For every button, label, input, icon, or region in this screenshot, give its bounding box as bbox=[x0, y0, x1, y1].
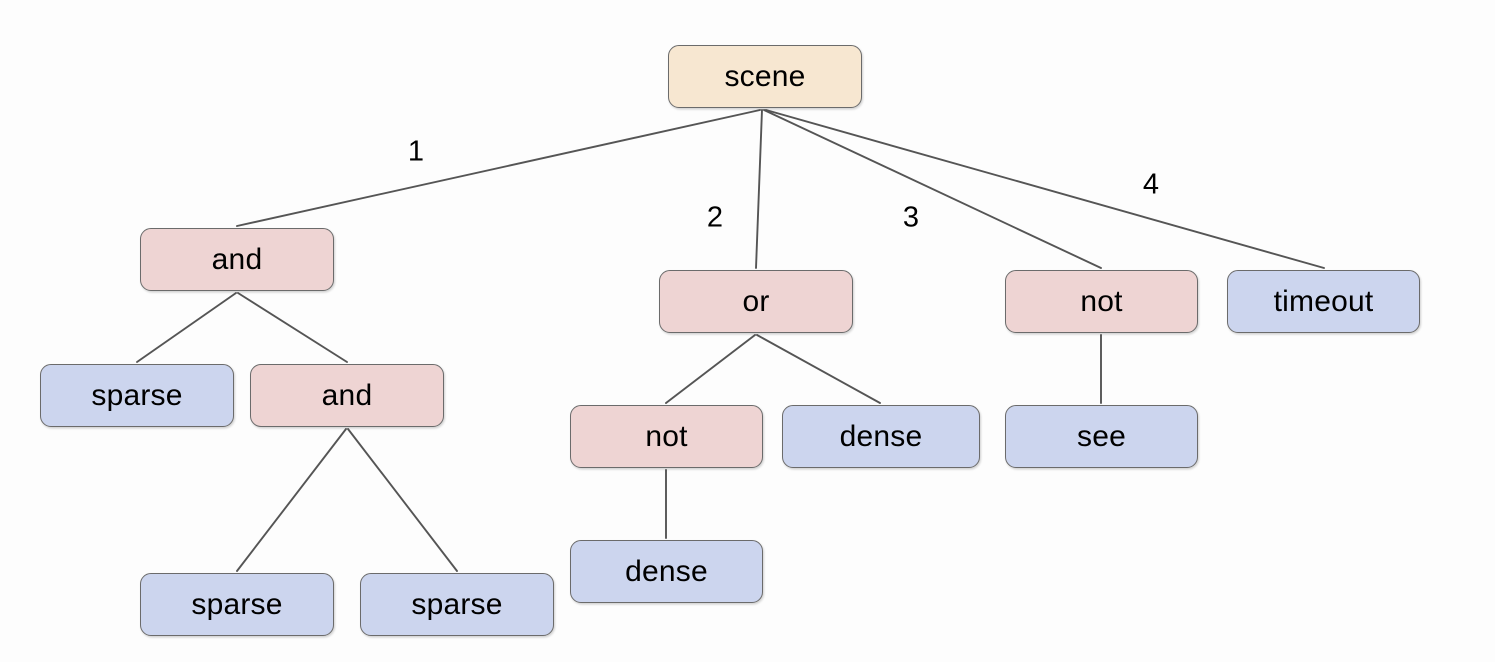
tree-edge-and2-to-sparse3 bbox=[347, 428, 458, 572]
tree-node-sparse2[interactable]: sparse bbox=[140, 573, 334, 636]
tree-edge-scene-to-and1 bbox=[236, 109, 761, 227]
tree-node-not1[interactable]: not bbox=[1005, 270, 1198, 333]
tree-edge-or1-to-not2 bbox=[665, 334, 756, 404]
tree-node-dense1[interactable]: dense bbox=[782, 405, 980, 468]
tree-node-or1[interactable]: or bbox=[659, 270, 853, 333]
tree-node-and1[interactable]: and bbox=[140, 228, 334, 291]
edge-label-scene-to-and1: 1 bbox=[407, 135, 425, 168]
tree-edge-and1-to-sparse1 bbox=[136, 292, 237, 363]
tree-node-see1[interactable]: see bbox=[1005, 405, 1198, 468]
edge-label-scene-to-not1: 3 bbox=[902, 201, 920, 234]
tree-node-and2[interactable]: and bbox=[250, 364, 444, 427]
tree-node-timeout1[interactable]: timeout bbox=[1227, 270, 1420, 333]
tree-node-sparse3[interactable]: sparse bbox=[360, 573, 554, 636]
tree-edge-scene-to-timeout1 bbox=[765, 109, 1325, 269]
tree-edge-and1-to-and2 bbox=[237, 292, 348, 363]
edge-label-scene-to-timeout1: 4 bbox=[1142, 168, 1160, 201]
tree-edge-or1-to-dense1 bbox=[756, 334, 881, 404]
tree-edge-and2-to-sparse2 bbox=[236, 428, 347, 572]
edge-label-scene-to-or1: 2 bbox=[706, 201, 724, 234]
tree-node-scene[interactable]: scene bbox=[668, 45, 862, 108]
tree-edge-scene-to-not1 bbox=[763, 109, 1102, 269]
tree-node-dense2[interactable]: dense bbox=[570, 540, 763, 603]
tree-node-sparse1[interactable]: sparse bbox=[40, 364, 234, 427]
tree-edge-scene-to-or1 bbox=[755, 109, 763, 269]
tree-node-not2[interactable]: not bbox=[570, 405, 763, 468]
